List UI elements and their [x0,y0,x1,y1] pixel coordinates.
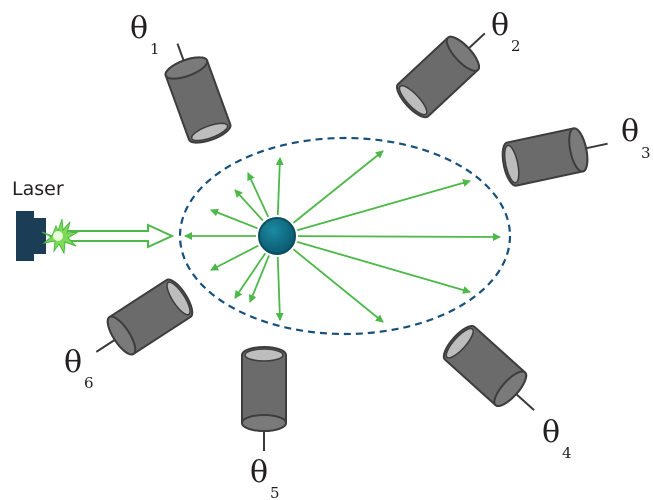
detector-lens [190,122,229,142]
scattered-ray-arrow [275,256,284,321]
detector-body [442,325,528,407]
detector-4-index: 4 [562,444,572,462]
detector-labels: θ 1 θ 2 θ 3 θ 4 θ 5 θ 6 [64,8,651,500]
detector-lens [445,327,474,359]
scattered-ray-arrow [296,240,471,294]
laser-body [16,211,46,261]
scattered-ray-arrow [297,232,501,241]
detector-lens [166,281,191,316]
scattered-ray-arrow [248,255,270,303]
scattered-light-rays [184,150,501,323]
scattered-ray-arrow [210,208,258,230]
detector-6 [95,278,194,356]
detector-back [568,127,589,173]
detector-body [106,278,194,356]
laser-label: Laser [12,178,64,200]
scattered-ray-arrow [275,157,284,216]
detector-lens [244,348,284,362]
scattered-ray-arrow [292,150,384,224]
detector-5-index: 5 [270,484,280,500]
detector-lens [503,144,520,184]
detectors [95,32,608,451]
particle [258,217,296,255]
scattered-ray-arrow [234,189,264,222]
detector-back [106,315,137,356]
detector-4 [442,325,535,411]
detector-1-symbol: θ [130,11,148,46]
detector-4-symbol: θ [542,415,560,450]
detector-back [241,414,287,432]
detector-lens [398,84,428,116]
scattered-ray-arrow [210,244,259,271]
detector-body [396,35,480,119]
laser-source: Laser [12,178,79,261]
scattered-ray-arrow [296,179,471,232]
scattered-ray-arrow [247,172,270,218]
detector-back [164,56,209,80]
scattered-ray-arrow [234,252,266,299]
detector-1 [164,43,232,144]
detector-3-index: 3 [641,144,651,162]
detector-3 [501,127,608,187]
detector-6-index: 6 [84,374,94,392]
detector-6-symbol: θ [64,345,82,380]
detector-2 [396,32,486,119]
scattering-ellipse [178,136,512,336]
incident-beam-arrow [58,223,175,249]
detector-2-index: 2 [511,37,521,55]
detector-back [445,35,480,72]
scattered-ray-arrow [292,248,384,323]
detector-3-symbol: θ [621,114,639,149]
detector-5 [241,346,287,451]
detector-back [493,370,528,407]
detector-1-index: 1 [150,40,160,58]
detector-5-symbol: θ [250,455,268,490]
detector-2-symbol: θ [491,8,509,43]
